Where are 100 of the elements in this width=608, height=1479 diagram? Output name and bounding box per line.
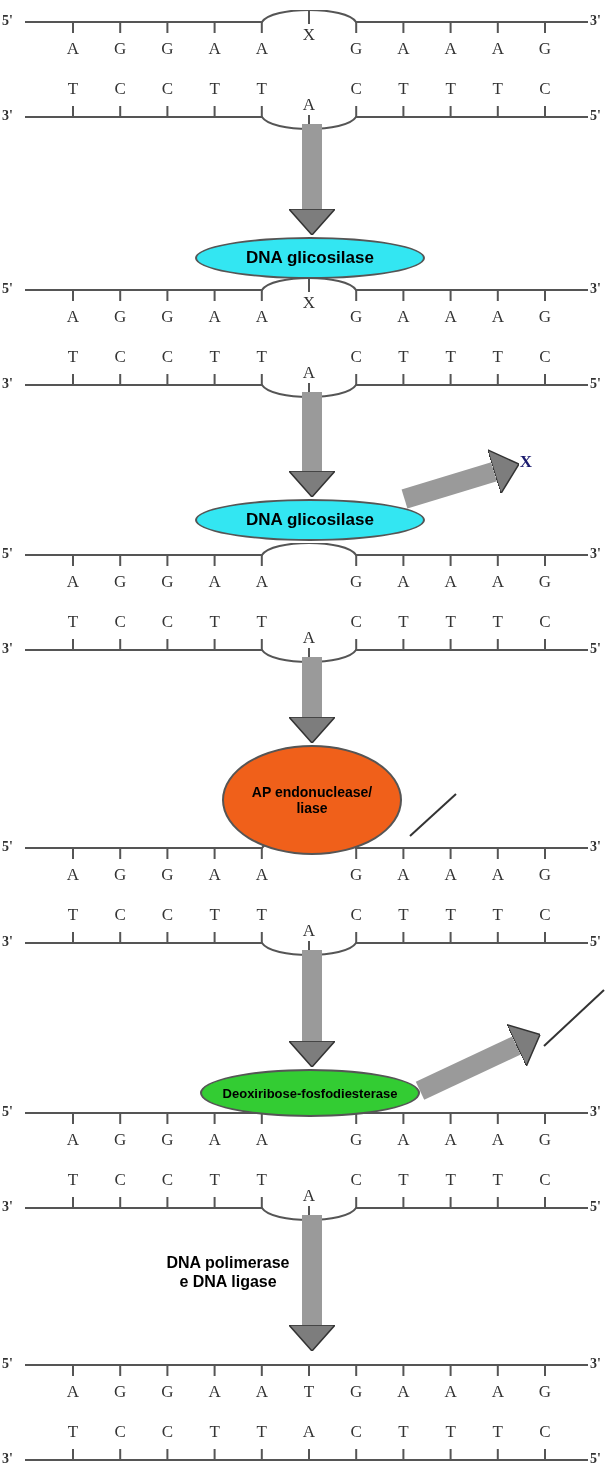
nucleotide-letter: C (539, 1171, 551, 1189)
nucleotide-letter: G (538, 40, 552, 58)
nucleotide-letter: G (350, 1131, 363, 1149)
nucleotide-letter: A (302, 96, 316, 114)
strand-end-label: 5' (590, 1199, 601, 1214)
nucleotide-letter: T (492, 80, 503, 98)
strand-end-label: 3' (2, 376, 13, 391)
nucleotide-letter: G (350, 308, 363, 326)
arrow (288, 1215, 336, 1352)
nucleotide-letter: T (398, 1171, 409, 1189)
nucleotide-letter: T (445, 1423, 456, 1441)
nucleotide-letter: G (538, 573, 552, 591)
nucleotide-letter: G (161, 866, 174, 884)
nucleotide-letter: A (397, 1131, 410, 1149)
nucleotide-letter: A (208, 1383, 221, 1401)
arrow (415, 1023, 541, 1100)
strand-end-label: 3' (2, 1451, 13, 1466)
nucleotide-letter: A (255, 866, 268, 884)
nucleotide-letter: T (445, 80, 456, 98)
nucleotide-letter: T (445, 906, 456, 924)
nucleotide-letter: A (491, 1383, 504, 1401)
nucleotide-letter: T (492, 613, 503, 631)
arrow (288, 657, 336, 744)
strand-end-label: 5' (2, 281, 13, 296)
nucleotide-letter: T (67, 80, 79, 98)
nucleotide-letter: A (208, 1131, 221, 1149)
nucleotide-letter: X (302, 294, 316, 312)
nucleotide-letter: T (492, 1423, 503, 1441)
nucleotide-letter: A (208, 308, 221, 326)
nucleotide-letter: A (66, 40, 80, 58)
nucleotide-letter: T (492, 348, 503, 366)
nucleotide-letter: G (114, 866, 127, 884)
nucleotide-letter: A (444, 866, 457, 884)
nucleotide-letter: T (303, 1383, 315, 1401)
nucleotide-letter: A (444, 40, 457, 58)
nucleotide-letter: G (350, 1383, 363, 1401)
nucleotide-letter: A (255, 308, 268, 326)
strand-end-label: 5' (590, 108, 601, 123)
nucleotide-letter: C (114, 906, 126, 924)
strand-end-label: 3' (590, 839, 601, 854)
nucleotide-letter: A (302, 1187, 316, 1205)
nucleotide-letter: A (444, 1383, 457, 1401)
nucleotide-letter: G (161, 1131, 174, 1149)
nucleotide-letter: T (209, 80, 220, 98)
nucleotide-letter: G (538, 866, 552, 884)
nucleotide-letter: C (539, 613, 551, 631)
nucleotide-letter: C (161, 613, 174, 631)
nucleotide-letter: G (538, 1383, 552, 1401)
nucleotide-letter: A (66, 308, 80, 326)
nucleotide-letter: A (208, 866, 221, 884)
nucleotide-letter: T (67, 906, 79, 924)
enzyme-ellipse: Deoxiribose-fosfodiesterase (200, 1069, 420, 1117)
nucleotide-letter: C (161, 1171, 174, 1189)
nucleotide-letter: A (491, 40, 504, 58)
nucleotide-letter: A (397, 866, 410, 884)
nucleotide-letter: A (302, 1423, 316, 1441)
strand-end-label: 3' (2, 641, 13, 656)
nucleotide-letter: T (398, 1423, 409, 1441)
nucleotide-letter: C (161, 348, 174, 366)
nucleotide-letter: C (114, 1171, 126, 1189)
nucleotide-letter: X (302, 26, 316, 44)
strand-end-label: 3' (2, 1199, 13, 1214)
nucleotide-letter: A (255, 40, 268, 58)
strand-end-label: 3' (590, 1104, 601, 1119)
nucleotide-letter: G (538, 1131, 552, 1149)
nucleotide-letter: A (66, 573, 80, 591)
arrow (288, 124, 336, 236)
nucleotide-letter: G (114, 1383, 127, 1401)
nucleotide-letter: A (66, 1383, 80, 1401)
strand-end-label: 5' (2, 1356, 13, 1371)
nucleotide-letter: A (255, 1383, 268, 1401)
nucleotide-letter: A (302, 629, 316, 647)
strand-end-label: 5' (2, 13, 13, 28)
nucleotide-letter: T (398, 906, 409, 924)
nucleotide-letter: T (209, 906, 220, 924)
nucleotide-letter: C (539, 348, 551, 366)
nucleotide-letter: T (445, 348, 456, 366)
nucleotide-letter: C (350, 1423, 362, 1441)
nucleotide-letter: A (255, 1131, 268, 1149)
nucleotide-letter: C (539, 80, 551, 98)
strand-end-label: 3' (590, 13, 601, 28)
nucleotide-letter: T (209, 613, 220, 631)
nucleotide-letter: G (350, 866, 363, 884)
arrow (401, 448, 520, 509)
nucleotide-letter: T (67, 1423, 79, 1441)
nucleotide-letter: C (161, 906, 174, 924)
nucleotide-letter: C (161, 1423, 174, 1441)
nucleotide-letter: T (67, 348, 79, 366)
nucleotide-letter: T (256, 1171, 267, 1189)
nucleotide-letter: T (492, 906, 503, 924)
nucleotide-letter: T (398, 348, 409, 366)
nucleotide-letter: A (491, 866, 504, 884)
nucleotide-letter: A (491, 573, 504, 591)
nucleotide-letter: G (114, 1131, 127, 1149)
strand-end-label: 5' (590, 1451, 601, 1466)
nucleotide-letter: T (209, 1423, 220, 1441)
nucleotide-letter: T (256, 1423, 267, 1441)
strand-end-label: 3' (590, 1356, 601, 1371)
nucleotide-letter: C (539, 906, 551, 924)
nucleotide-letter: C (539, 1423, 551, 1441)
